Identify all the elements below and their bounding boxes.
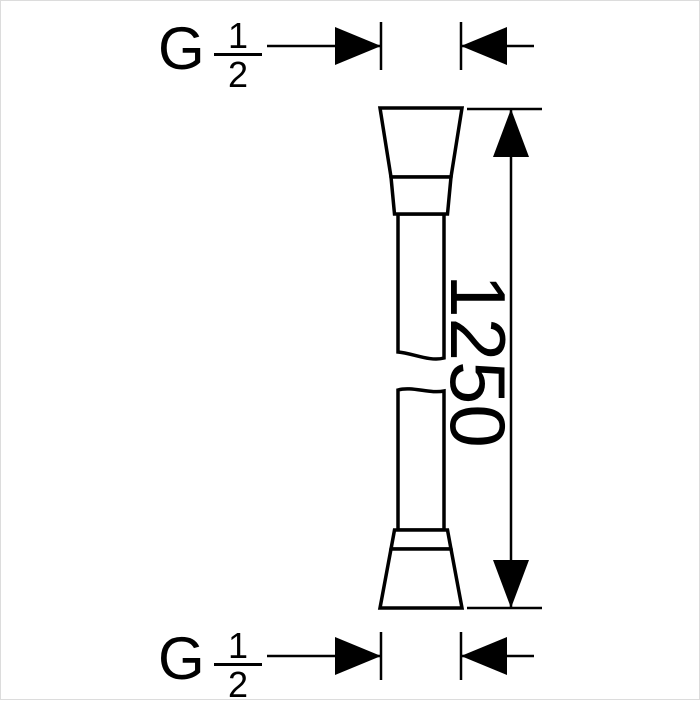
top-thread-prefix: G [158, 15, 205, 82]
bottom-thread-label: G 1 2 [158, 625, 262, 701]
length-dimension: 1250 [434, 107, 542, 610]
bottom-connector-cone [377, 547, 465, 610]
bottom-thread-numerator: 1 [228, 625, 248, 666]
top-thread-numerator: 1 [228, 15, 248, 56]
hose-lower-segment [396, 387, 446, 532]
bottom-thread-denominator: 2 [228, 664, 248, 701]
bottom-connector-collar [388, 528, 454, 551]
length-arrowhead-down [493, 560, 529, 608]
bottom-arrowhead-left [335, 637, 381, 675]
bottom-width-dimension [267, 632, 534, 680]
length-arrowhead-up [493, 109, 529, 157]
top-width-dimension [267, 22, 534, 70]
top-connector-collar [389, 175, 453, 216]
bottom-thread-prefix: G [158, 625, 205, 692]
hose-upper-segment [396, 212, 446, 361]
top-thread-label: G 1 2 [158, 15, 262, 95]
hose-drawing [377, 106, 465, 610]
top-thread-denominator: 2 [228, 54, 248, 95]
top-arrowhead-left [335, 27, 381, 65]
length-value: 1250 [434, 274, 522, 448]
top-connector-cone [377, 106, 465, 179]
